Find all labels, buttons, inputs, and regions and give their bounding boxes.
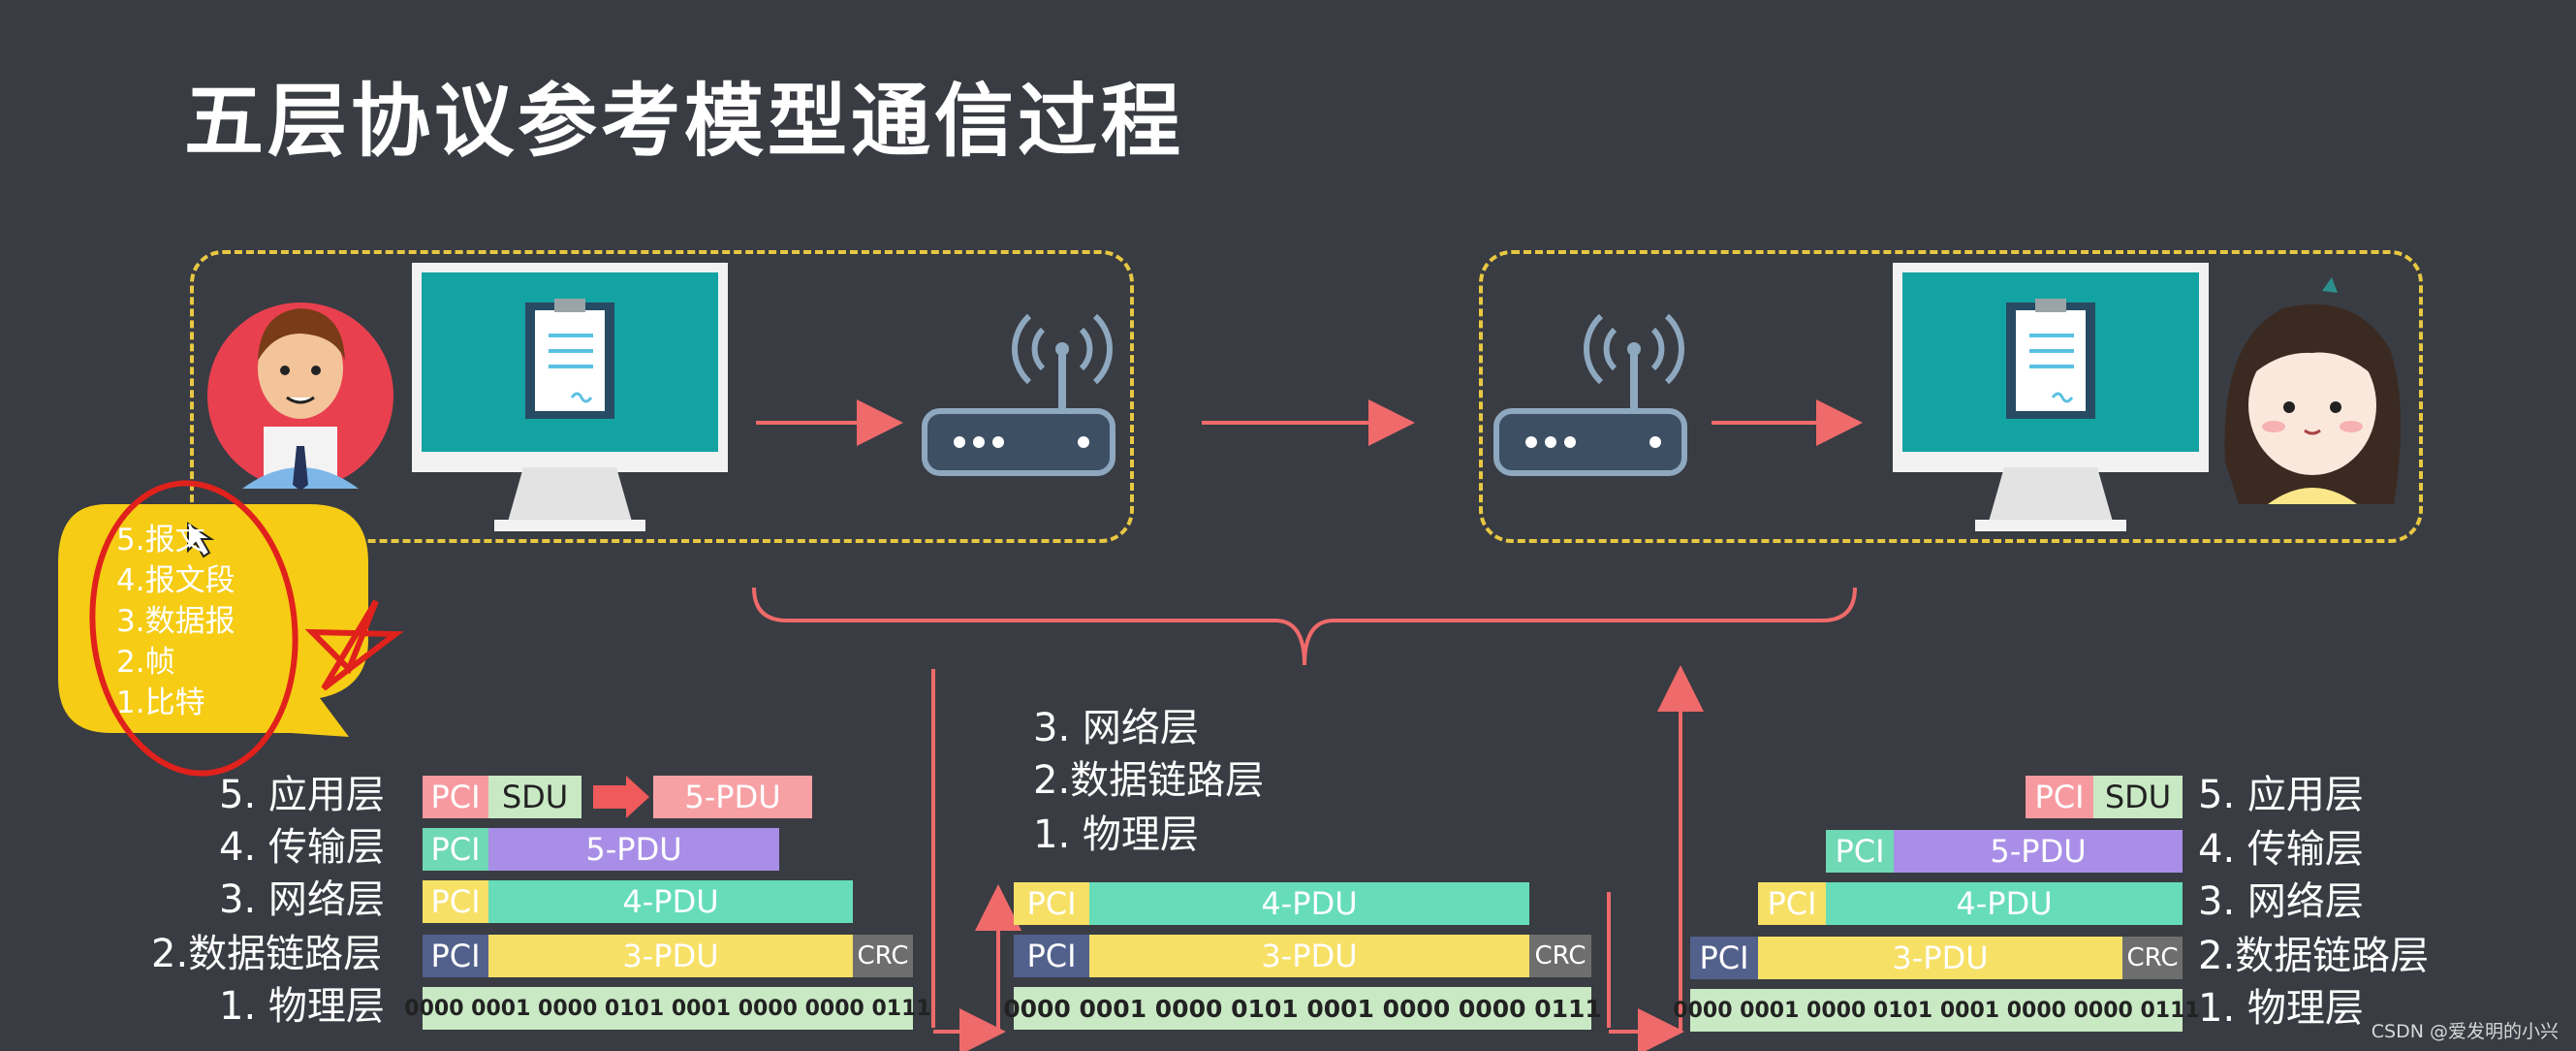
right-label-datalink: 2.数据链路层 bbox=[2198, 934, 2430, 978]
annotation-circle bbox=[89, 480, 298, 777]
right-link-crc: CRC bbox=[2122, 937, 2183, 979]
right-network-pdu: 4-PDU bbox=[1826, 882, 2183, 925]
mid-label-network: 3. 网络层 bbox=[1033, 706, 1199, 750]
mid-label-datalink: 2.数据链路层 bbox=[1033, 758, 1265, 803]
right-transport-pci: PCI bbox=[1826, 830, 1894, 873]
left-link-crc: CRC bbox=[853, 935, 913, 977]
left-app-sdu: SDU bbox=[488, 776, 581, 818]
left-network-pdu: 4-PDU bbox=[488, 880, 853, 923]
right-label-network: 3. 网络层 bbox=[2198, 879, 2364, 924]
receiver-router-icon bbox=[1493, 313, 1687, 476]
left-transport-pci: PCI bbox=[423, 828, 488, 871]
left-network-pci: PCI bbox=[423, 880, 488, 923]
right-transport-pdu: 5-PDU bbox=[1894, 830, 2183, 873]
bubble-item-frame: 2.帧 bbox=[116, 645, 175, 680]
bubble-item-datagram: 3.数据报 bbox=[116, 604, 236, 639]
left-label-network: 3. 网络层 bbox=[219, 877, 385, 922]
right-link-pdu: 3-PDU bbox=[1758, 937, 2122, 979]
right-label-application: 5. 应用层 bbox=[2198, 773, 2364, 817]
left-transport-pdu: 5-PDU bbox=[488, 828, 779, 871]
sender-avatar-icon bbox=[207, 303, 393, 491]
sender-router-icon bbox=[922, 313, 1115, 476]
right-label-physical: 1. 物理层 bbox=[2198, 986, 2364, 1031]
bubble-item-bit: 1.比特 bbox=[116, 685, 205, 720]
mid-physical-bits: 0000 0001 0000 0101 0001 0000 0000 0111 bbox=[1003, 987, 1602, 1030]
mid-network-pdu: 4-PDU bbox=[1089, 882, 1529, 925]
right-app-sdu: SDU bbox=[2093, 776, 2183, 818]
right-label-transport: 4. 传输层 bbox=[2198, 827, 2364, 872]
left-label-transport: 4. 传输层 bbox=[219, 825, 385, 870]
right-physical-bits: 0000 0001 0000 0101 0001 0000 0000 0111 bbox=[1673, 989, 2200, 1032]
left-label-application: 5. 应用层 bbox=[219, 773, 385, 817]
bubble-item-message: 5.报文 bbox=[116, 523, 205, 557]
left-link-pdu: 3-PDU bbox=[488, 935, 853, 977]
page-title: 五层协议参考模型通信过程 bbox=[184, 76, 1185, 168]
left-physical-bits: 0000 0001 0000 0101 0001 0000 0000 0111 bbox=[404, 987, 931, 1030]
encapsulate-arrow-icon bbox=[593, 776, 649, 818]
mid-label-physical: 1. 物理层 bbox=[1033, 812, 1199, 857]
left-label-physical: 1. 物理层 bbox=[219, 984, 385, 1029]
left-label-datalink: 2.数据链路层 bbox=[151, 932, 383, 976]
watermark-footer: CSDN @爱发明的小兴 bbox=[2371, 1021, 2559, 1042]
right-network-pci: PCI bbox=[1758, 882, 1826, 925]
right-link-pci: PCI bbox=[1690, 937, 1758, 979]
sender-host-box bbox=[190, 250, 1134, 543]
cursor-icon bbox=[187, 522, 215, 558]
sender-monitor-icon bbox=[412, 263, 728, 531]
mid-network-pci: PCI bbox=[1014, 882, 1089, 925]
receiver-monitor-icon bbox=[1893, 263, 2209, 531]
star-icon bbox=[304, 599, 404, 691]
mid-link-pdu: 3-PDU bbox=[1089, 935, 1529, 977]
right-app-pci: PCI bbox=[2026, 776, 2093, 818]
left-app-pdu: 5-PDU bbox=[653, 776, 812, 818]
mid-link-pci: PCI bbox=[1014, 935, 1089, 977]
receiver-host-box bbox=[1479, 250, 2423, 543]
left-app-pci: PCI bbox=[423, 776, 488, 818]
mid-link-crc: CRC bbox=[1529, 935, 1591, 977]
left-link-pci: PCI bbox=[423, 935, 488, 977]
bubble-item-segment: 4.报文段 bbox=[116, 563, 236, 598]
receiver-avatar-icon bbox=[2224, 277, 2402, 504]
